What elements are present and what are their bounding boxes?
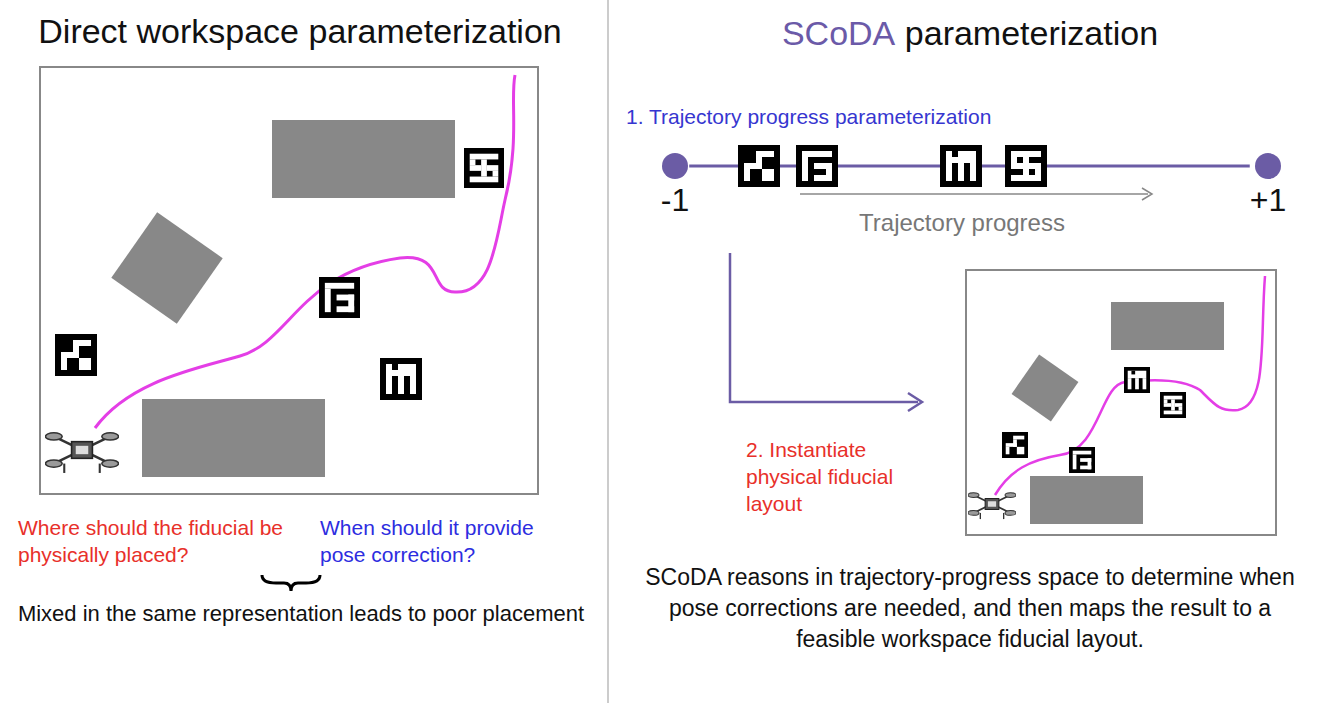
endpoint-label: -1 bbox=[661, 183, 689, 218]
endpoint-node: -1 bbox=[661, 153, 689, 218]
step-label: 1. Trajectory progress parameterization bbox=[626, 104, 1086, 131]
question-note: When should it provide pose correction? bbox=[320, 515, 580, 569]
axis-label: Trajectory progress bbox=[812, 208, 1112, 239]
title-word: parameterization bbox=[905, 12, 1158, 56]
endpoint-dot bbox=[1255, 153, 1281, 179]
endpoint-node: +1 bbox=[1250, 153, 1286, 218]
conclusion-note: Mixed in the same representation leads t… bbox=[8, 600, 594, 628]
caption: SCoDA reasons in trajectory-progress spa… bbox=[640, 562, 1300, 655]
endpoint-label: +1 bbox=[1250, 183, 1286, 218]
panel-title: SCoDAparameterization bbox=[640, 12, 1300, 56]
endpoint-dot bbox=[662, 153, 688, 179]
method-name: SCoDA bbox=[782, 12, 895, 56]
panel-title: Direct workspace parameterization bbox=[8, 10, 592, 54]
step-label: 2. Instantiate physical fiducial layout bbox=[746, 437, 946, 518]
question-note: Where should the fiducial be physically … bbox=[18, 515, 308, 569]
